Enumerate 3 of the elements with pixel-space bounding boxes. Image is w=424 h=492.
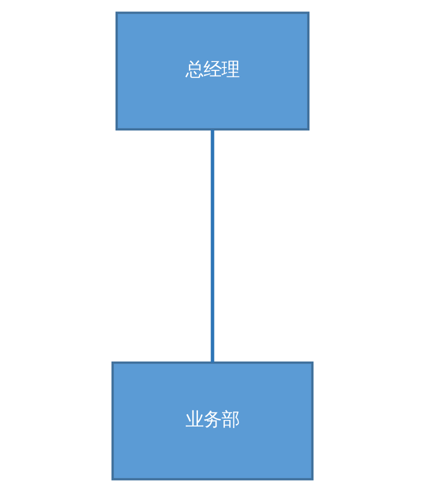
- node-box: 总经理: [115, 12, 309, 131]
- node-box: 业务部: [110, 361, 314, 480]
- connector: [210, 130, 214, 363]
